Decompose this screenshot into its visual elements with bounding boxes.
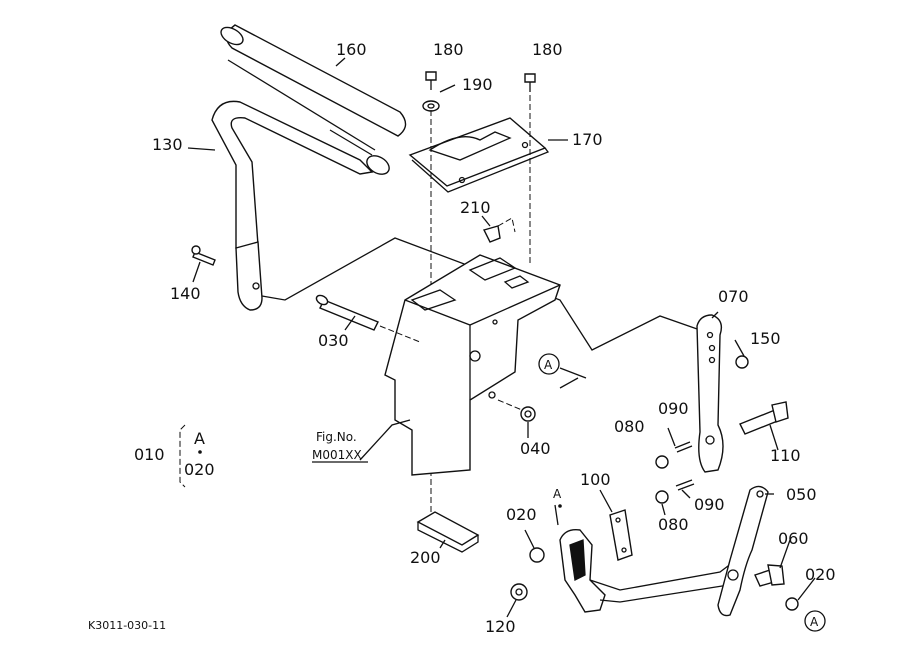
- part-160-grip: [220, 24, 407, 175]
- part-lever-body: [559, 529, 737, 613]
- document-code: K3011-030-11: [88, 619, 166, 632]
- ref-circle-a-lower: [804, 610, 826, 632]
- part-100-bracket: [609, 509, 633, 561]
- ref-a-upper-label: A: [544, 358, 553, 372]
- part-210-clip: [482, 217, 516, 243]
- label-110: 110: [770, 446, 801, 465]
- lever-a-label: A: [553, 487, 562, 501]
- label-090-lower: 090: [694, 495, 725, 514]
- part-020-nut-left: [529, 547, 545, 563]
- fig-no-label: Fig.No.: [316, 430, 357, 444]
- lever-a-dot: [558, 504, 562, 508]
- label-160: 160: [336, 40, 367, 59]
- label-180-left: 180: [433, 40, 464, 59]
- ref-circle-a-upper: [538, 353, 560, 375]
- part-200-base: [416, 511, 480, 553]
- part-130-handle-frame: [211, 100, 374, 311]
- part-150-nut: [735, 355, 749, 369]
- ref-a-dot: [198, 450, 202, 454]
- label-210: 210: [460, 198, 491, 217]
- fig-code-label: M001XX: [312, 448, 362, 462]
- label-030: 030: [318, 331, 349, 350]
- ref-a-lower-label: A: [810, 615, 819, 629]
- part-190-washer: [422, 100, 440, 112]
- label-070: 070: [718, 287, 749, 306]
- part-180-bolt-left: [425, 71, 437, 90]
- part-050-arm: [717, 485, 769, 617]
- part-090-spring-upper: [674, 441, 693, 453]
- label-140: 140: [170, 284, 201, 303]
- part-060-bolt: [754, 564, 785, 587]
- label-170: 170: [572, 130, 603, 149]
- main-column-body: [384, 254, 561, 476]
- part-020-nut-right: [785, 597, 799, 611]
- part-180-bolt-right: [524, 73, 536, 92]
- label-020-right: 020: [805, 565, 836, 584]
- part-090-spring-lower: [675, 479, 695, 491]
- label-200: 200: [410, 548, 441, 567]
- part-070-link-arm: [696, 314, 724, 473]
- part-030-pin: [315, 294, 379, 331]
- part-170-plate: [408, 117, 550, 193]
- label-040: 040: [520, 439, 551, 458]
- label-180-right: 180: [532, 40, 563, 59]
- label-080-lower: 080: [658, 515, 689, 534]
- label-020-left: 020: [506, 505, 537, 524]
- label-150: 150: [750, 329, 781, 348]
- label-090-upper: 090: [658, 399, 689, 418]
- label-130: 130: [152, 135, 183, 154]
- label-120: 120: [485, 617, 516, 636]
- label-100: 100: [580, 470, 611, 489]
- ref-a-010-label: A: [194, 429, 205, 448]
- part-080-ball-lower: [655, 490, 669, 504]
- part-040-nut: [520, 406, 536, 422]
- part-140-bolt: [191, 245, 216, 266]
- label-050: 050: [786, 485, 817, 504]
- part-120-nut: [510, 583, 528, 601]
- part-080-ball-upper: [655, 455, 669, 469]
- label-060: 060: [778, 529, 809, 548]
- label-080-upper: 080: [614, 417, 645, 436]
- label-010: 010: [134, 445, 165, 464]
- label-190: 190: [462, 75, 493, 94]
- label-020-ref: 020: [184, 460, 215, 479]
- part-110-bolt: [739, 401, 789, 435]
